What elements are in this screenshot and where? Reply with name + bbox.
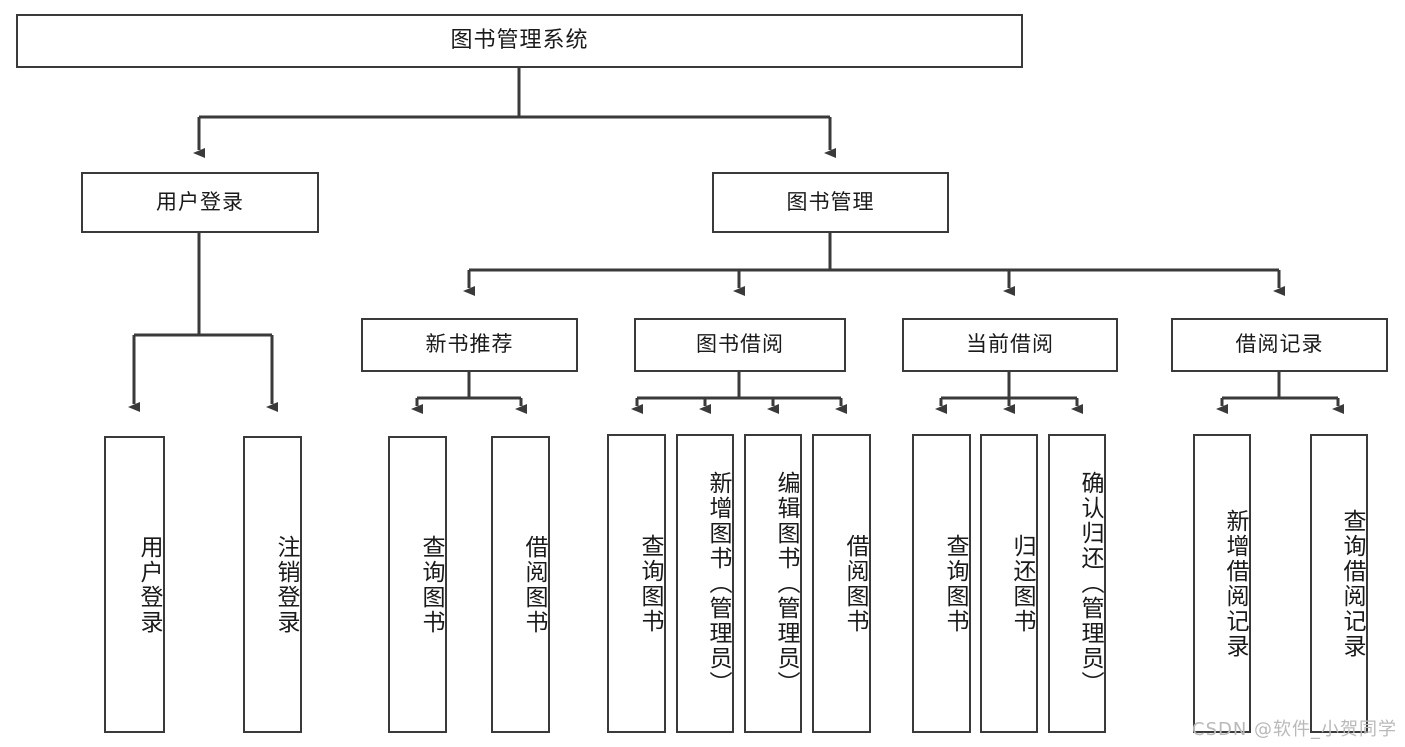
node-current-borrow[interactable]: 当前借阅: [902, 318, 1118, 372]
node-label: 编辑图书（管理员）: [773, 471, 799, 696]
node-label: 用户登录: [156, 189, 244, 214]
node-label: 新增图书（管理员）: [705, 471, 731, 696]
node-label: 查询图书: [942, 533, 968, 634]
node-book-management[interactable]: 图书管理: [712, 172, 949, 233]
node-borrow-record[interactable]: 借阅记录: [1171, 318, 1388, 372]
node-label: 归还图书: [1009, 533, 1035, 634]
leaf-borrow-add-book-admin[interactable]: 新增图书（管理员）: [676, 434, 734, 733]
node-label: 用户登录: [136, 534, 162, 635]
node-label: 确认归还（管理员）: [1077, 471, 1103, 696]
leaf-borrow-borrow-book[interactable]: 借阅图书: [812, 434, 871, 733]
watermark-text: CSDN @软件_小贺同学: [1192, 719, 1398, 740]
leaf-current-query-book[interactable]: 查询图书: [912, 434, 971, 733]
node-label: 查询借阅记录: [1339, 508, 1365, 659]
leaf-borrow-query-book[interactable]: 查询图书: [607, 434, 666, 733]
node-label: 注销登录: [273, 534, 299, 635]
node-label: 借阅图书: [521, 534, 547, 635]
leaf-user-login-login[interactable]: 用户登录: [104, 436, 165, 733]
node-label: 查询图书: [637, 533, 663, 634]
node-label: 图书管理: [786, 189, 875, 214]
leaf-record-add-record[interactable]: 新增借阅记录: [1193, 434, 1251, 733]
node-label: 借阅图书: [842, 533, 868, 634]
node-book-borrow[interactable]: 图书借阅: [634, 318, 846, 372]
leaf-current-return-book[interactable]: 归还图书: [980, 434, 1038, 733]
node-root-system[interactable]: 图书管理系统: [16, 14, 1023, 68]
node-label: 新书推荐: [425, 332, 514, 357]
node-user-login[interactable]: 用户登录: [81, 172, 319, 233]
node-new-book-recommend[interactable]: 新书推荐: [361, 318, 578, 372]
node-label: 当前借阅: [966, 332, 1054, 357]
node-label: 借阅记录: [1235, 332, 1324, 357]
leaf-record-query-record[interactable]: 查询借阅记录: [1310, 434, 1368, 733]
leaf-recommend-borrow-book[interactable]: 借阅图书: [491, 436, 550, 733]
node-label: 查询图书: [418, 534, 444, 635]
leaf-user-login-logout[interactable]: 注销登录: [243, 436, 302, 733]
node-label: 新增借阅记录: [1222, 508, 1248, 659]
leaf-borrow-edit-book-admin[interactable]: 编辑图书（管理员）: [744, 434, 802, 733]
node-label: 图书管理系统: [450, 27, 589, 53]
leaf-current-confirm-return-admin[interactable]: 确认归还（管理员）: [1048, 434, 1106, 733]
node-label: 图书借阅: [696, 332, 784, 357]
csdn-watermark: CSDN @软件_小贺同学: [1192, 715, 1397, 741]
leaf-recommend-query-book[interactable]: 查询图书: [388, 436, 447, 733]
